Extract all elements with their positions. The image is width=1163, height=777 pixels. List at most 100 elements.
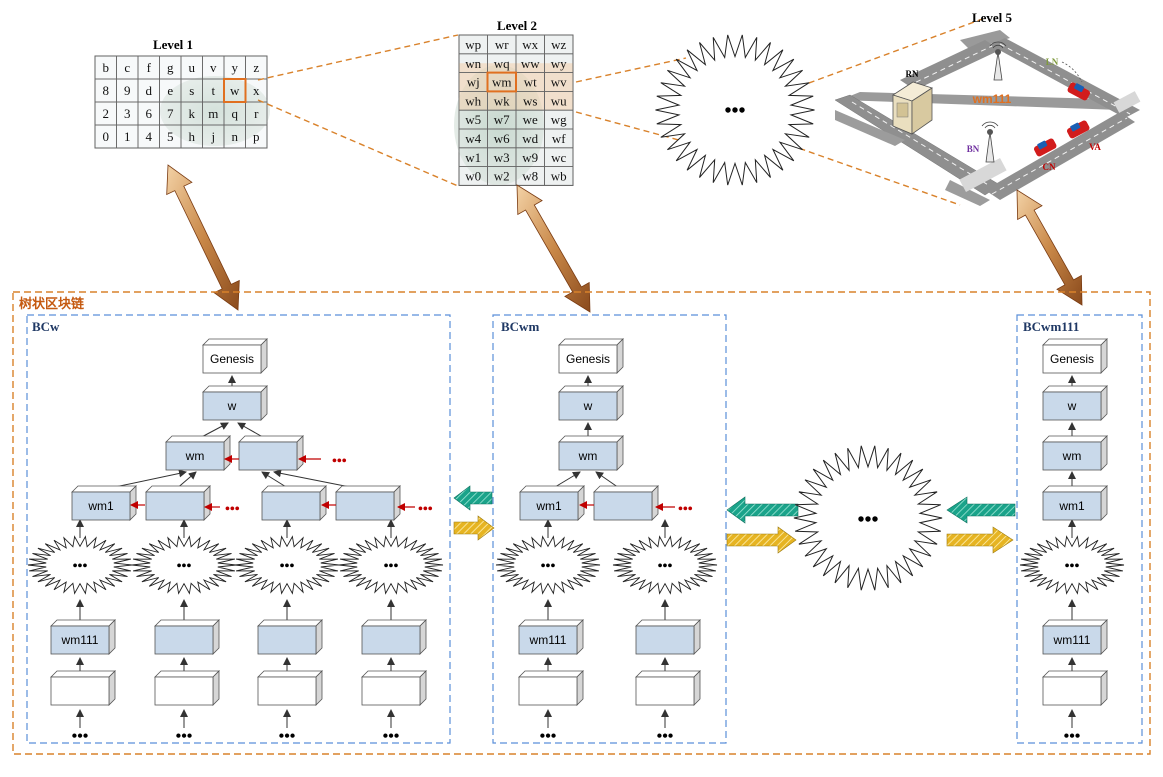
ellipsis-dots: •••: [72, 728, 89, 745]
bn-antenna-icon: [981, 121, 999, 163]
fork-burst: •••: [338, 535, 444, 595]
chain-block: [145, 485, 211, 521]
block-label: wm111: [1053, 633, 1091, 647]
chain-block: w: [1042, 385, 1108, 421]
level1-cell: q: [232, 106, 239, 121]
rn-server-icon: [892, 81, 933, 135]
car-icon: [1067, 82, 1091, 101]
genesis-block: Genesis: [202, 338, 268, 374]
level1-cell: x: [253, 83, 260, 98]
sibling-dots: •••: [225, 502, 240, 517]
link-arrow-level1: [166, 164, 240, 311]
level2-cell: wp: [465, 37, 481, 52]
block-label: wm1: [535, 499, 562, 513]
level2-cell: ws: [523, 93, 537, 108]
bcwm-title: BCwm: [501, 319, 539, 334]
chain-block: [257, 619, 323, 655]
level2-cell: wb: [551, 169, 567, 184]
tree-blockchain-frame: [12, 291, 1151, 755]
level2-cell: wn: [465, 56, 481, 71]
chain-block: [361, 670, 427, 706]
fork-burst: •••: [495, 535, 601, 595]
level2-cell: wz: [551, 37, 566, 52]
cn-label: CN: [1043, 162, 1056, 172]
bcwm-frame: [492, 314, 727, 744]
level2-cell: w4: [465, 131, 481, 146]
level2-cell: w9: [522, 150, 538, 165]
level1-cell: 4: [146, 129, 153, 144]
level1-cell: n: [232, 129, 239, 144]
level1-cell: 9: [124, 83, 131, 98]
cell-label: wm111: [972, 92, 1012, 106]
chain-block: [238, 435, 304, 471]
level2-cell: wd: [522, 131, 538, 146]
chain-block: wm: [165, 435, 231, 471]
level-link-arrows: [166, 164, 1083, 313]
level2-cell: wu: [551, 93, 567, 108]
chain-block: wm111: [50, 619, 116, 655]
chain-block: wm1: [519, 485, 585, 521]
block-label: wm: [578, 449, 598, 463]
chain-block: [257, 670, 323, 706]
chain-block: [593, 485, 659, 521]
ellipsis-dots: •••: [383, 728, 400, 745]
sibling-dots: •••: [678, 502, 693, 517]
level2-selected-cell: [486, 71, 517, 93]
level1-cell: 3: [124, 106, 131, 121]
car-icon: [1033, 138, 1057, 157]
level2-cell: wy: [551, 56, 567, 71]
level1-cell: b: [103, 60, 110, 75]
ellipsis-dots: •••: [857, 509, 878, 531]
level1-cell: 5: [167, 129, 174, 144]
ellipsis-dots: •••: [541, 559, 556, 574]
level2-cell: wx: [522, 37, 538, 52]
level1-cell: g: [167, 60, 174, 75]
block-label: w: [1067, 399, 1077, 413]
chain-block: [154, 619, 220, 655]
chain-bursts: ••••••••••••••••••••••••••••••••••••••••…: [27, 535, 1125, 745]
fork-burst: •••: [612, 535, 718, 595]
tree-blockchain-title: 树状区块链: [19, 296, 85, 312]
level1-cell: 0: [103, 129, 110, 144]
level2-cell: wh: [465, 93, 481, 108]
sync-arrow-right: [453, 515, 495, 541]
ellipsis-dots: •••: [280, 559, 295, 574]
block-label: w: [227, 399, 237, 413]
bcw-frame: [26, 314, 451, 744]
level1-cell: j: [210, 129, 215, 144]
chain-block: [518, 670, 584, 706]
level1-title: Level 1: [153, 37, 193, 52]
bn-label: BN: [967, 144, 980, 154]
bcw-title: BCw: [32, 319, 60, 334]
block-label: wm111: [61, 633, 99, 647]
road-grid: [834, 30, 1141, 206]
sibling-dots: •••: [418, 502, 433, 517]
sync-arrows: [453, 485, 1016, 554]
level1-cell: c: [124, 60, 130, 75]
block-label: wm: [1062, 449, 1082, 463]
ln-label: LN: [1046, 57, 1059, 67]
level1-cell: p: [253, 129, 260, 144]
chain-block: [635, 619, 701, 655]
link-arrow-level5: [1016, 189, 1083, 306]
level2-cell: w5: [465, 112, 481, 127]
fork-burst: •••: [27, 535, 133, 595]
block-label: Genesis: [566, 352, 610, 366]
level1-selected-cell: [223, 78, 247, 103]
chain-block: w: [202, 385, 268, 421]
level1-cell: e: [167, 83, 173, 98]
chain-block: w: [558, 385, 624, 421]
level2-cell: wr: [495, 37, 509, 52]
chain-block: [335, 485, 401, 521]
level2-cell: w7: [494, 112, 510, 127]
level2-title: Level 2: [497, 18, 537, 33]
chain-block: [154, 670, 220, 706]
level2-cell: wc: [551, 150, 566, 165]
level2-cell: w0: [465, 169, 481, 184]
level2-cell: wj: [467, 75, 480, 90]
chain-block: wm1: [71, 485, 137, 521]
level1-cell: m: [208, 106, 218, 121]
chain-block: wm111: [1042, 619, 1108, 655]
